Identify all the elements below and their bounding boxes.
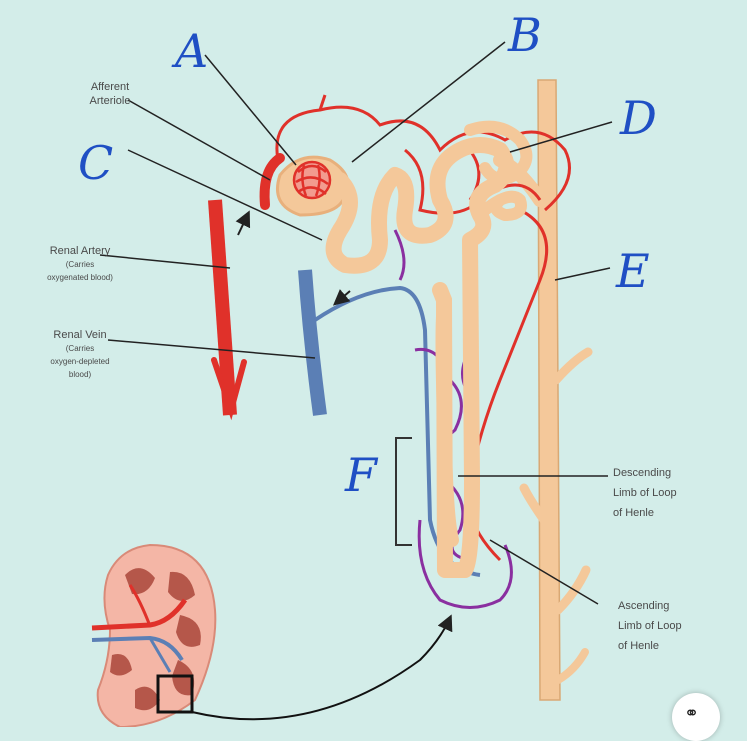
glomerulus: [292, 160, 332, 200]
letter-b: B: [508, 8, 542, 62]
label-afferent-arteriole: Afferent Arteriole: [60, 80, 160, 108]
renal-artery-title: Renal Artery: [49, 245, 111, 257]
kidney-inset: [91, 543, 453, 729]
descending-line-3: of Henle: [613, 507, 654, 519]
renal-artery-sub-2: oxygenated blood): [47, 273, 113, 282]
peritubular-capillaries-purple: [393, 229, 513, 609]
renal-vein-sub-1: (Carries: [65, 344, 95, 353]
ascending-line-3: of Henle: [618, 640, 659, 652]
label-ascending-limb: Ascending Limb of Loop of Henle: [618, 596, 728, 656]
renal-artery: [208, 153, 285, 421]
letter-d: D: [620, 91, 657, 145]
ascending-line-2: Limb of Loop: [618, 620, 682, 632]
label-renal-vein: Renal Vein (Carries oxygen-depleted bloo…: [20, 328, 140, 381]
label-descending-limb: Descending Limb of Loop of Henle: [613, 463, 723, 523]
image-search-button[interactable]: ⚭: [672, 693, 720, 741]
label-renal-artery: Renal Artery (Carries oxygenated blood): [20, 244, 140, 284]
flow-arrows: [235, 210, 351, 306]
search-lens-icon: ⚭: [684, 703, 700, 723]
ascending-line-1: Ascending: [618, 600, 670, 612]
letter-a: A: [175, 24, 209, 78]
letter-e: E: [616, 244, 650, 298]
leader-lines: [99, 41, 613, 605]
loop-bracket: [395, 437, 412, 546]
afferent-line-1: Afferent: [90, 81, 130, 93]
afferent-line-2: Arteriole: [89, 95, 131, 107]
renal-artery-sub-1: (Carries: [65, 260, 95, 269]
descending-line-2: Limb of Loop: [613, 487, 677, 499]
letter-c: C: [78, 136, 114, 190]
letter-f: F: [345, 448, 377, 502]
renal-vein-sub-3: blood): [68, 370, 92, 379]
descending-line-1: Descending: [613, 467, 672, 479]
renal-vein-title: Renal Vein: [53, 329, 107, 341]
renal-vein-sub-2: oxygen-depleted: [50, 357, 110, 366]
